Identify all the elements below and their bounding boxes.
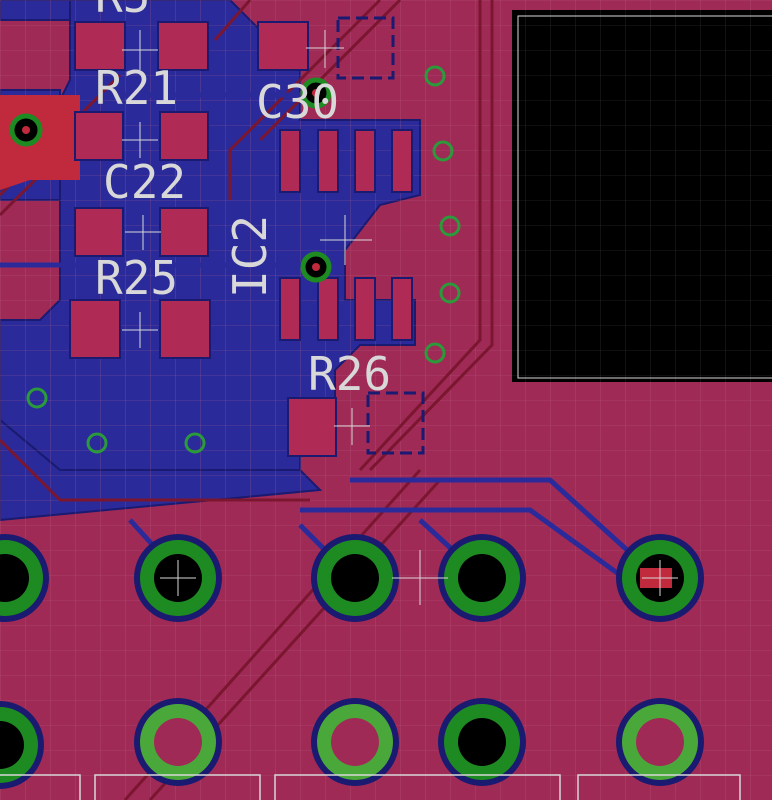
label-r25: R25 — [95, 251, 178, 305]
label-ic2: IC2 — [223, 215, 277, 298]
smd-pads — [69, 21, 413, 457]
label-r21: R21 — [95, 61, 178, 115]
header-pads-row-bottom — [0, 698, 704, 789]
plated-vias — [9, 77, 332, 283]
ground-cutout-area — [512, 10, 772, 382]
connector-outline — [0, 774, 741, 800]
label-c22: C22 — [103, 155, 186, 209]
label-r5: R5 — [95, 0, 150, 23]
component-origin-marks — [122, 30, 678, 605]
label-c30: C30 — [256, 75, 339, 129]
via-holes — [26, 65, 461, 454]
label-r26: R26 — [308, 347, 391, 401]
